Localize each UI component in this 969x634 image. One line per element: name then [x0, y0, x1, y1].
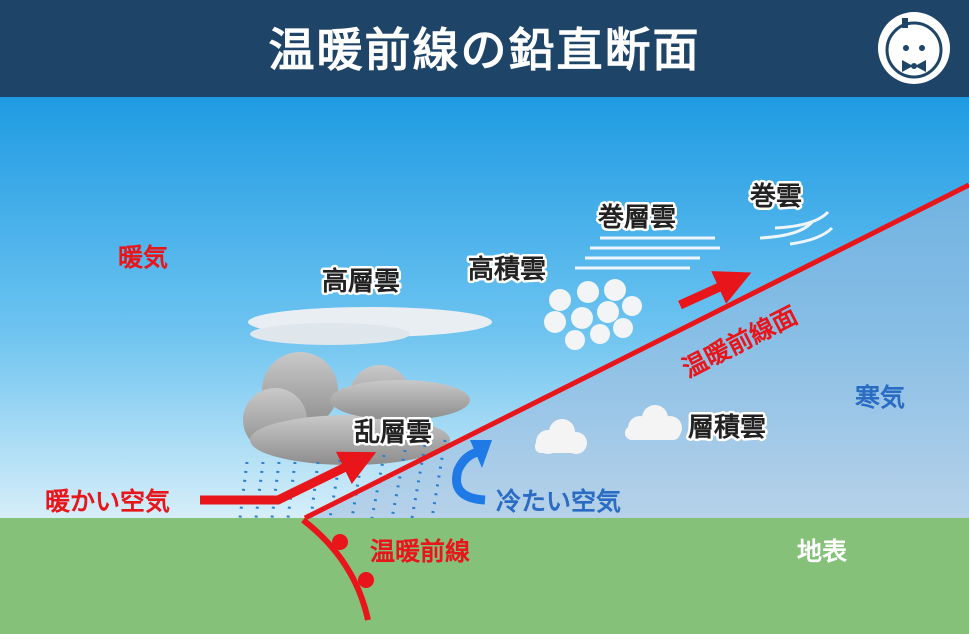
label-warm-air-flow: 暖かい空気	[45, 487, 170, 516]
cirrus-cloud	[759, 210, 834, 246]
warm-front-cross-section: 暖気 寒気 高層雲 高積雲 巻層雲 巻雲 乱層雲 層積雲 温暖前線面 暖かい空気…	[0, 97, 969, 634]
label-nimbostratus: 乱層雲	[354, 418, 432, 448]
label-cold-air-flow: 冷たい空気	[496, 487, 621, 516]
warm-front-symbol	[301, 517, 374, 621]
upper-warm-air-arrow	[678, 271, 752, 310]
altostratus-cloud	[248, 307, 492, 345]
label-warm-front: 温暖前線	[370, 537, 470, 566]
altocumulus-cloud	[544, 279, 642, 350]
frontal-surface-line	[303, 182, 969, 521]
page-title: 温暖前線の鉛直断面	[268, 23, 701, 77]
label-cirrostratus: 巻層雲	[597, 203, 676, 233]
nimbostratus-cloud	[243, 352, 470, 465]
label-altocumulus: 高積雲	[468, 254, 546, 285]
label-cold-air-mass: 寒気	[855, 383, 905, 412]
label-cirrus: 巻雲	[749, 182, 802, 212]
label-altostratus: 高層雲	[322, 266, 400, 297]
cold-air-arrow	[452, 447, 486, 505]
warm-air-arrow	[200, 451, 377, 505]
label-ground: 地表	[797, 537, 848, 566]
cold-air-arrowhead-icon	[470, 440, 492, 468]
cirrostratus-cloud	[575, 236, 720, 270]
label-stratocumulus: 層積雲	[688, 413, 766, 443]
stratocumulus-cloud	[535, 405, 682, 454]
label-warm-air-mass: 暖気	[118, 243, 168, 272]
header-bar: 温暖前線の鉛直断面	[0, 0, 969, 97]
ground	[0, 518, 969, 634]
mascot-logo-icon	[878, 12, 950, 84]
